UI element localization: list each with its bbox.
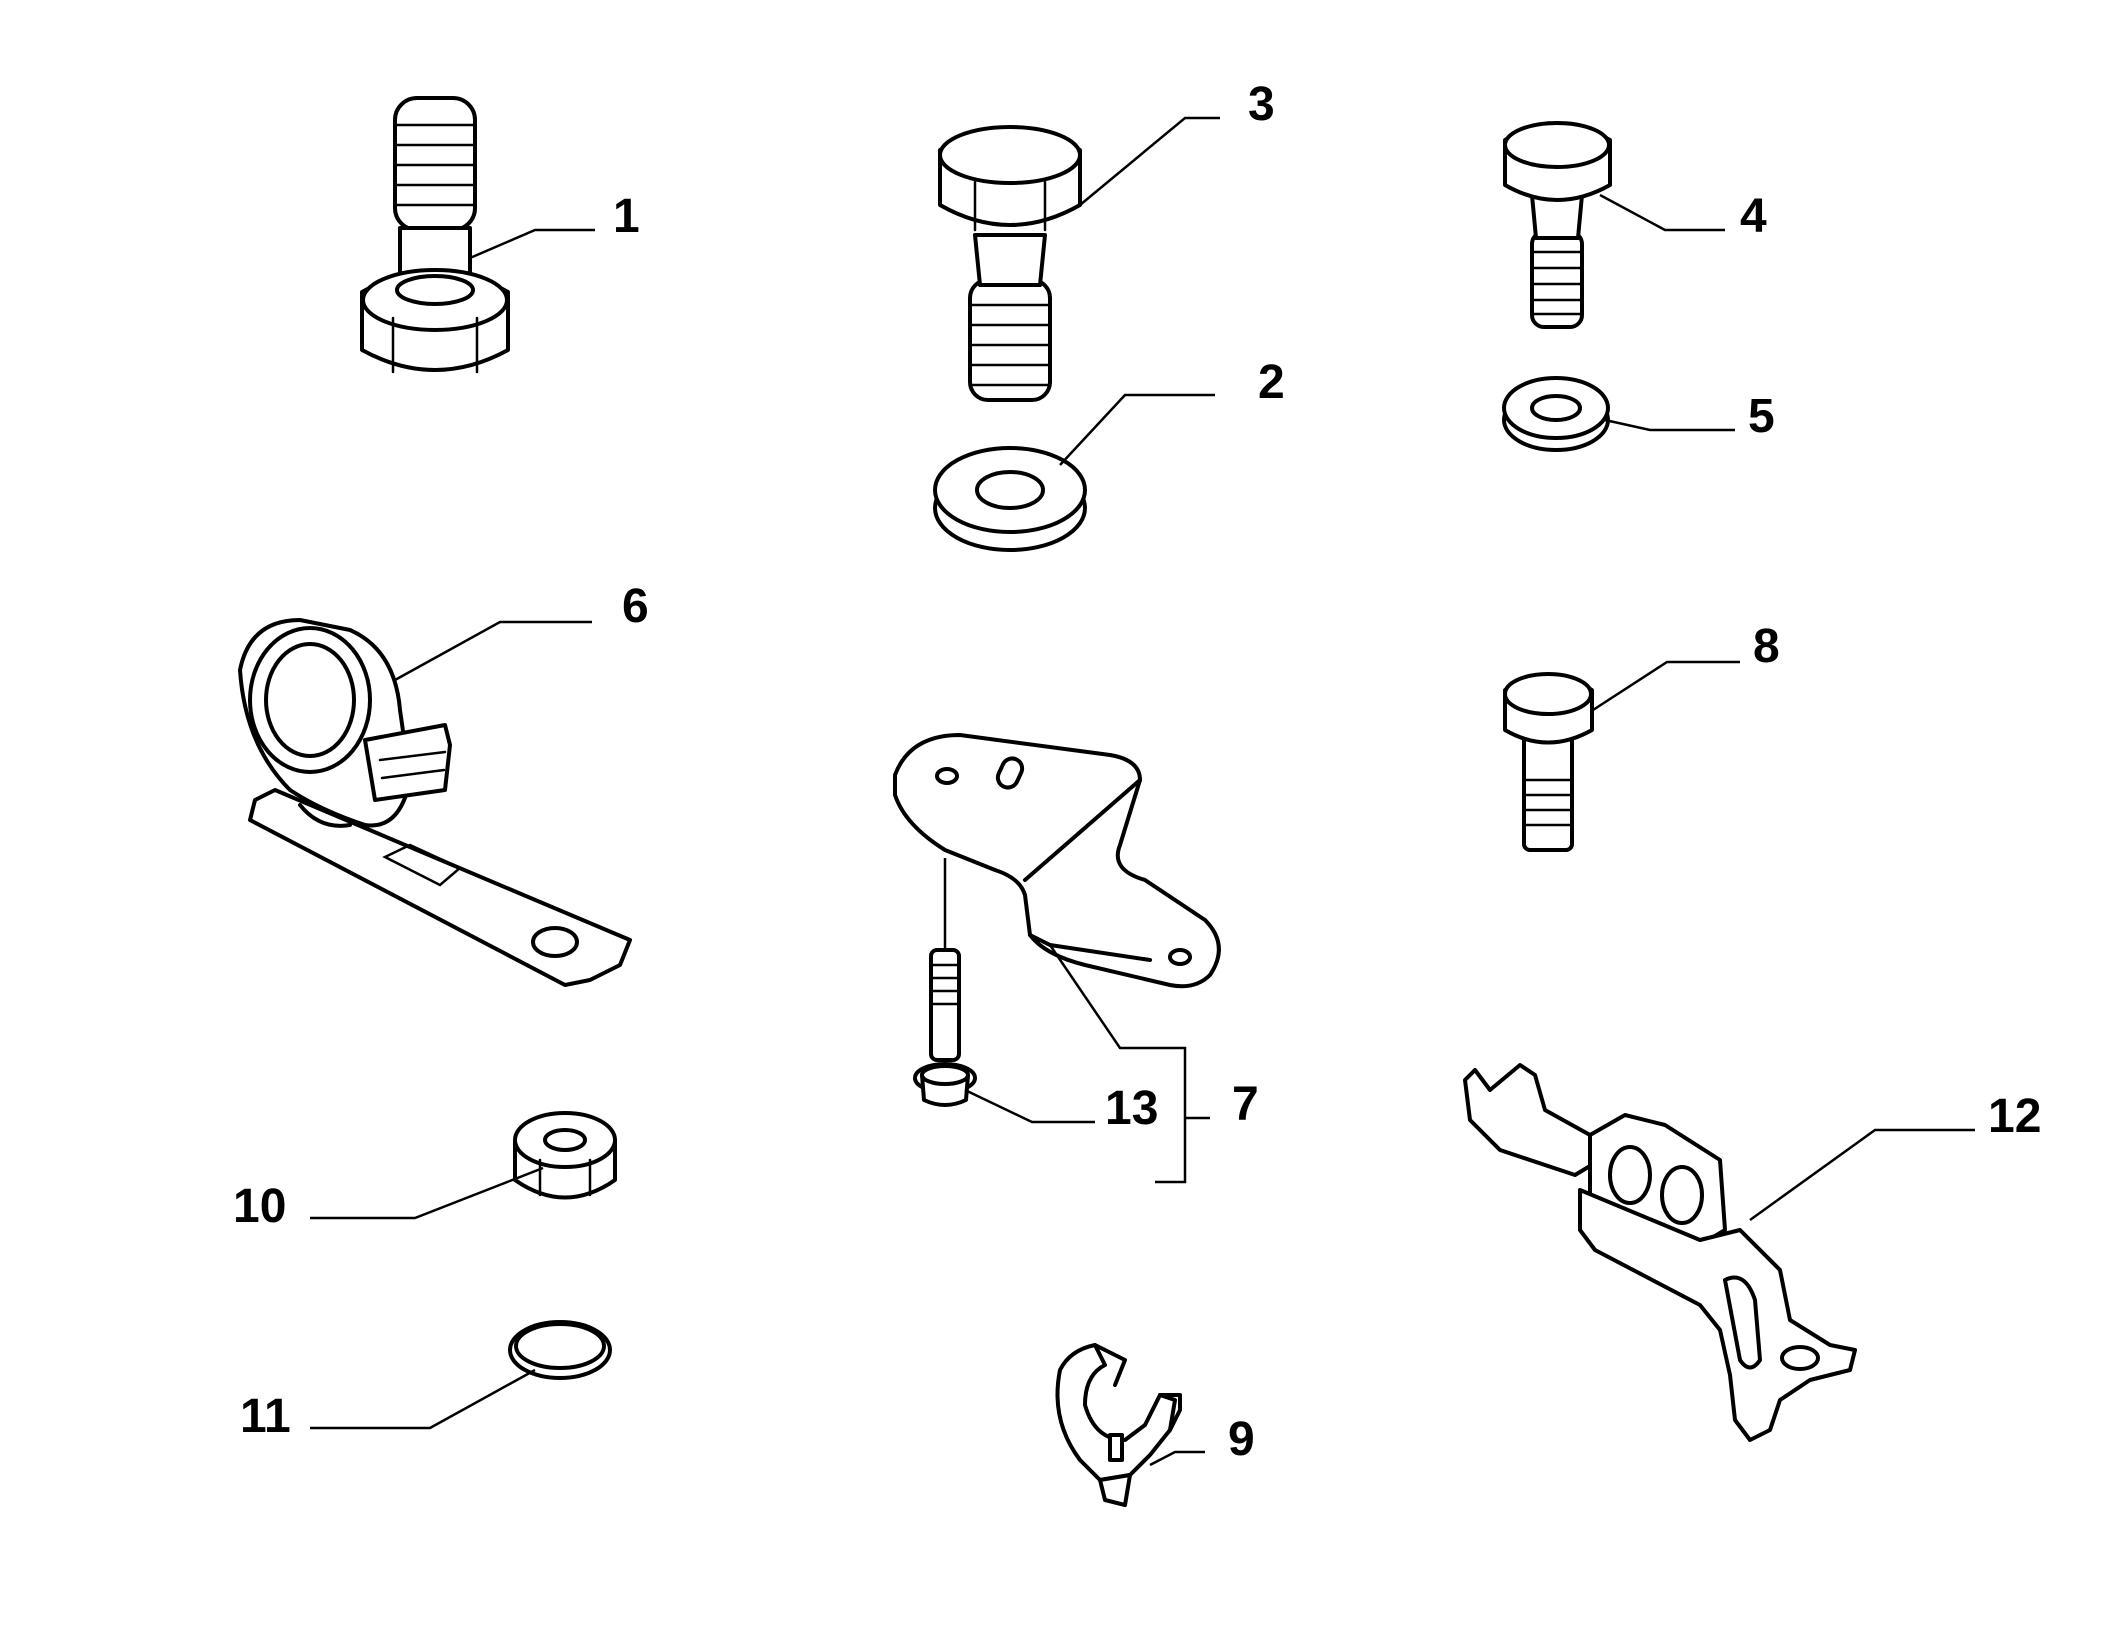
callout-labels: 1 2 3 4 5 6 7 8 9 10 11 12 13 <box>233 78 2041 1466</box>
callout-5: 5 <box>1748 390 1775 443</box>
callout-11: 11 <box>240 1390 291 1443</box>
callout-13: 13 <box>1105 1082 1158 1135</box>
callout-8: 8 <box>1753 620 1780 673</box>
part-11-drawing <box>508 1320 612 1380</box>
part-8-drawing <box>1503 672 1594 852</box>
part-10-drawing <box>513 1111 617 1200</box>
callout-10: 10 <box>233 1180 286 1233</box>
part-3-drawing <box>938 125 1082 402</box>
part-1-drawing <box>360 96 510 374</box>
part-5-drawing <box>1502 376 1610 452</box>
part-9-drawing <box>1055 1343 1182 1507</box>
callout-12: 12 <box>1988 1090 2041 1143</box>
callout-1: 1 <box>613 190 640 243</box>
part-12-drawing <box>1463 1063 1857 1442</box>
callout-7: 7 <box>1232 1078 1259 1131</box>
leader-lines <box>310 116 1975 1467</box>
part-2-drawing <box>933 446 1087 552</box>
callout-3: 3 <box>1248 78 1275 131</box>
part-6-drawing <box>238 618 632 987</box>
callout-4: 4 <box>1740 190 1767 243</box>
callout-6: 6 <box>622 580 649 633</box>
part-13-drawing <box>913 858 977 1107</box>
part-4-drawing <box>1503 121 1612 329</box>
callout-9: 9 <box>1228 1413 1255 1466</box>
callout-2: 2 <box>1258 356 1285 409</box>
